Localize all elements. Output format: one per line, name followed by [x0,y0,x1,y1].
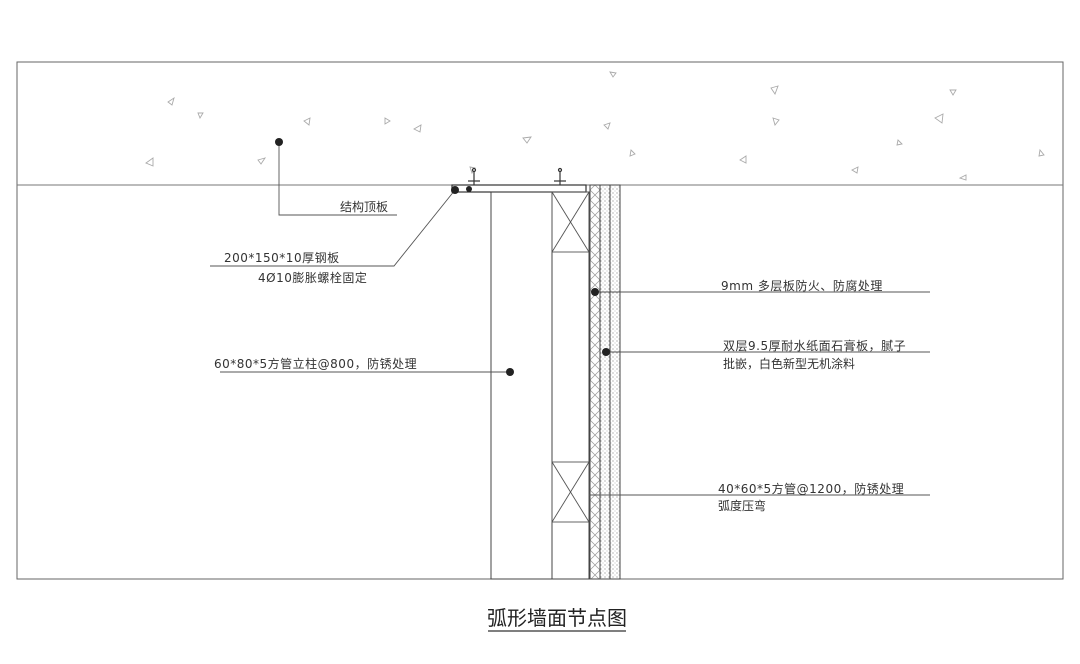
label-gypsum-1: 双层9.5厚耐水纸面石膏板，腻子 [723,338,906,353]
label-gypsum-2: 批嵌，白色新型无机涂料 [723,356,855,371]
square-tube-column [490,191,553,580]
concrete-texture [145,71,1045,181]
drawing-frame [16,61,1064,580]
leader-dot-plate [451,186,459,194]
secondary-tube-strip [551,191,590,580]
tube-cross-boxes [551,191,590,523]
label-steel-plate-2: 4Ø10膨胀螺栓固定 [258,270,367,285]
leader-dot-plywood [591,288,599,296]
label-column: 60*80*5方管立柱@800，防锈处理 [214,356,417,371]
leader-dot-plate-bolt [466,186,472,192]
gypsum-layer [599,184,611,580]
leader-structure-slab [278,142,397,216]
plywood-layer [589,184,601,580]
label-structure-slab: 结构顶板 [340,199,388,214]
drawing-title: 弧形墙面节点图 [487,606,627,630]
label-tube-2: 弧度压弯 [718,498,766,513]
label-tube-1: 40*60*5方管@1200，防锈处理 [718,481,904,496]
label-plywood: 9mm 多层板防火、防腐处理 [721,278,883,293]
steel-plate [451,184,587,193]
leader-dot-slab [275,138,283,146]
leader-dot-column [506,368,514,376]
expansion-bolts [468,167,566,185]
label-steel-plate-1: 200*150*10厚钢板 [224,251,340,265]
leader-dot-gypsum [602,348,610,356]
coating-layer [609,184,621,580]
leader-steel-plate [210,189,456,267]
